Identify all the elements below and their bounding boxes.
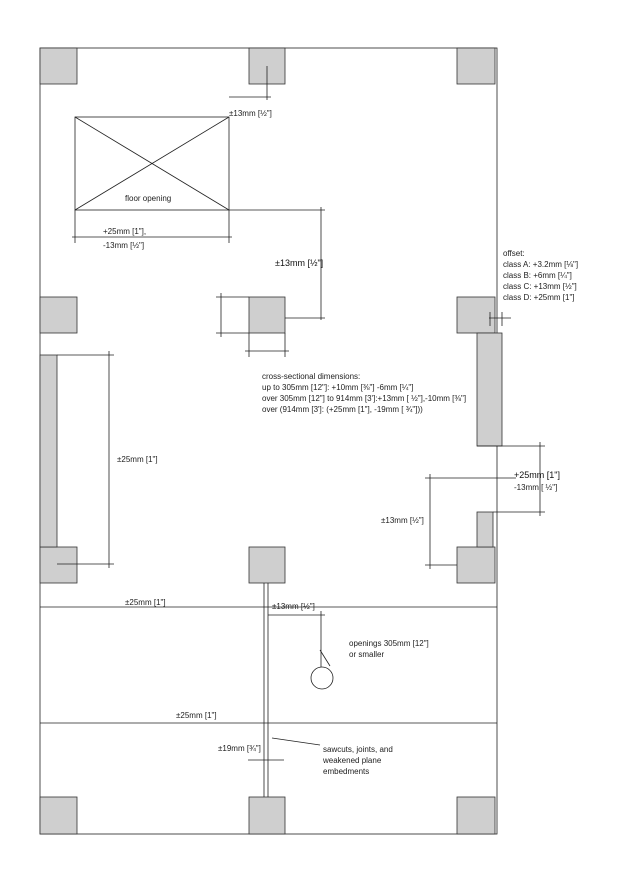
svg-text:up to 305mm [12"]: +10mm [⅜"]: up to 305mm [12"]: +10mm [⅜"] -6mm [¼"] <box>262 383 413 392</box>
step-minus: -13mm [ ½"] <box>514 483 557 492</box>
columns <box>39 47 503 835</box>
svg-text:cross-sectional dimensions:: cross-sectional dimensions: <box>262 372 360 381</box>
floor-opening-label: floor opening <box>125 194 171 203</box>
sawcut-width: ±19mm [¾"] <box>218 744 261 753</box>
dimension-lines <box>40 66 545 797</box>
openings-note: openings 305mm [12"] <box>349 639 429 648</box>
sawcut-tolerance: ±13mm [½"] <box>272 602 315 611</box>
svg-text:sawcuts, joints, and: sawcuts, joints, and <box>323 745 393 754</box>
opening-minus: -13mm [½"] <box>103 241 144 250</box>
sawcut-note: sawcuts, joints, and weakened plane embe… <box>322 745 393 776</box>
svg-text:offset:: offset: <box>503 249 525 258</box>
floor-opening <box>74 116 230 211</box>
svg-text:class A: +3.2mm [⅛"]: class A: +3.2mm [⅛"] <box>503 260 578 269</box>
offset-classes: offset: class A: +3.2mm [⅛"] class B: +6… <box>503 249 578 302</box>
step-plus: +25mm [1"] <box>514 470 560 480</box>
slab-outline <box>39 47 498 835</box>
span-tolerance: ±25mm [1"] <box>125 598 166 607</box>
svg-text:weakened plane: weakened plane <box>322 756 382 765</box>
openings-note-2: or smaller <box>349 650 384 659</box>
small-opening <box>310 666 334 690</box>
cross-sectional-note: cross-sectional dimensions: up to 305mm … <box>262 372 466 414</box>
top-tolerance: ±13mm [½"] <box>229 109 272 118</box>
svg-text:class C: +13mm [½"]: class C: +13mm [½"] <box>503 282 577 291</box>
svg-text:class B: +6mm [¼"]: class B: +6mm [¼"] <box>503 271 572 280</box>
svg-text:over (914mm [3']: (+25mm [1"],: over (914mm [3']: (+25mm [1"], -19mm [ ¾… <box>262 405 423 414</box>
opening-plus: +25mm [1"], <box>103 227 146 236</box>
svg-text:over 305mm [12"] to 914mm [3']: over 305mm [12"] to 914mm [3']:+13mm [ ½… <box>262 394 466 403</box>
wall-tolerance: ±25mm [1"] <box>117 455 158 464</box>
span-tolerance-2: ±25mm [1"] <box>176 711 217 720</box>
svg-text:embedments: embedments <box>323 767 369 776</box>
step-tolerance: ±13mm [½"] <box>381 516 424 525</box>
svg-text:class D: +25mm [1"]: class D: +25mm [1"] <box>503 293 575 302</box>
column-tolerance: ±13mm [½"] <box>275 258 323 268</box>
